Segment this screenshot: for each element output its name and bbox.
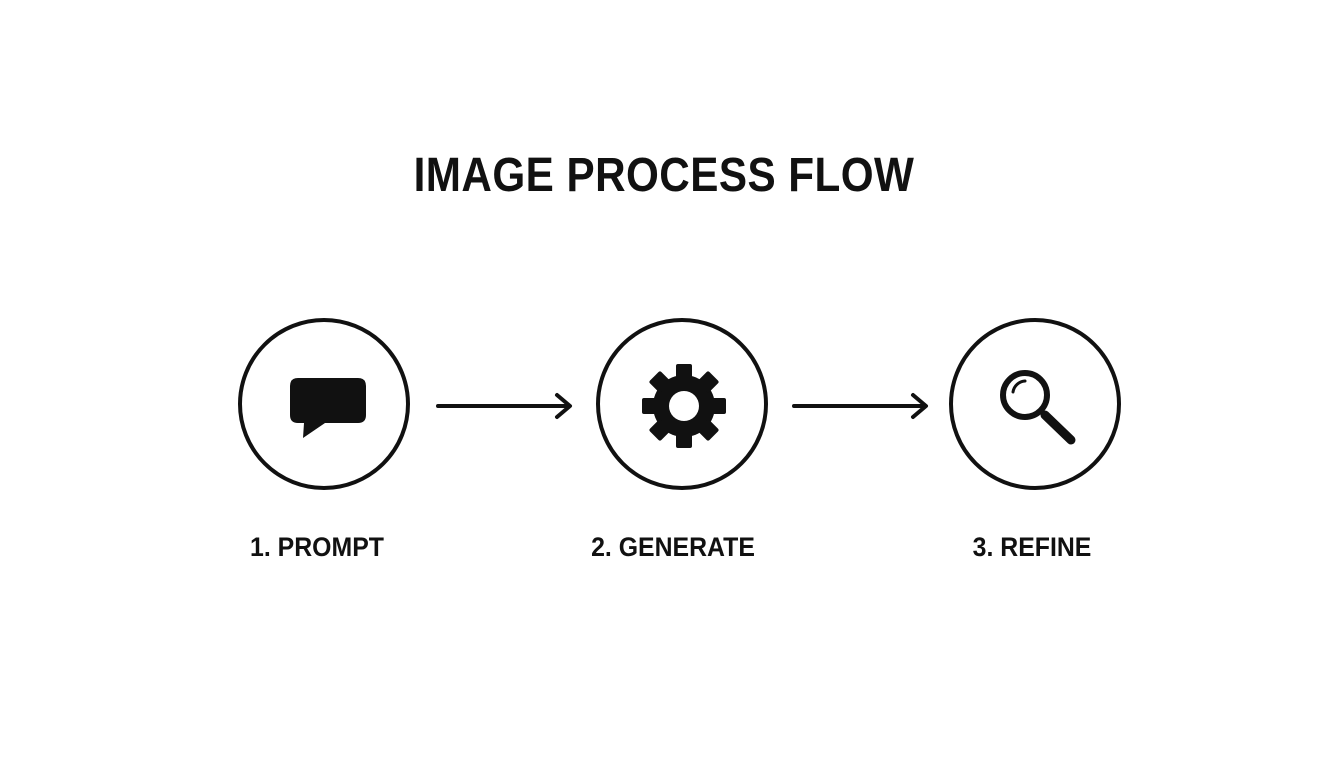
step-prompt-circle — [238, 318, 410, 490]
step-generate-circle — [596, 318, 768, 490]
step-label-refine: 3. REFINE — [972, 532, 1092, 562]
diagram-title: IMAGE PROCESS FLOW — [413, 149, 915, 202]
gear-icon — [642, 364, 726, 448]
magnifier-icon — [1000, 370, 1076, 445]
step-label-prompt: 1. PROMPT — [250, 532, 384, 562]
speech-bubble-icon — [290, 378, 366, 438]
arrow-generate-to-refine — [792, 393, 928, 419]
step-label-generate: 2. GENERATE — [591, 532, 755, 562]
step-refine-circle — [949, 318, 1121, 490]
arrow-prompt-to-generate — [436, 393, 572, 419]
